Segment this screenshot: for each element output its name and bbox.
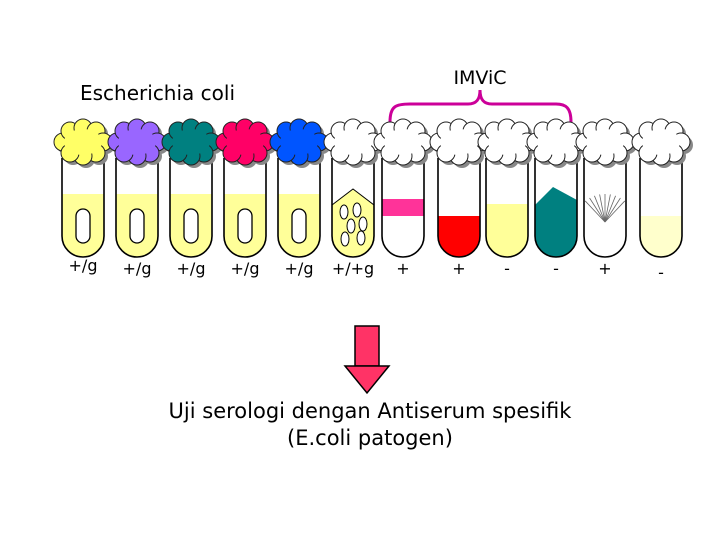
tube-cap-cotton — [575, 118, 637, 168]
tube-cap-cotton — [107, 118, 169, 168]
tube-result: - — [553, 259, 559, 278]
tube-result: +/g — [69, 256, 98, 275]
tube-cap-cotton — [269, 118, 331, 168]
tube-cap-cotton — [477, 118, 539, 168]
test-tube-2: +/g — [107, 118, 169, 278]
indole-ring — [382, 199, 424, 216]
test-tube-3: +/g — [161, 118, 223, 278]
caption-line-2: (E.coli patogen) — [287, 426, 453, 450]
tube-cap-cotton — [373, 118, 435, 168]
test-tube-7: + — [373, 118, 435, 278]
test-tube-10: - — [526, 118, 588, 278]
tube-result: +/g — [123, 259, 152, 278]
tube-row: +/g +/g +/g +/g +/g +/+g + + - - + - — [53, 118, 693, 282]
durham-tube — [291, 208, 307, 244]
test-tube-12: - — [631, 118, 693, 282]
tube-result: + — [598, 259, 611, 278]
tube-result: + — [396, 259, 409, 278]
durham-tube — [183, 208, 199, 244]
test-tube-4: +/g — [215, 118, 277, 278]
imvic-bracket — [388, 89, 573, 123]
tube-cap-cotton — [526, 118, 588, 168]
organism-title: Escherichia coli — [80, 81, 235, 105]
tube-result: +/+g — [332, 259, 374, 278]
down-arrow-icon — [343, 325, 391, 395]
durham-tube — [237, 208, 253, 244]
tube-cap-cotton — [631, 118, 693, 168]
test-tube-6: +/+g — [323, 118, 385, 278]
tube-cap-cotton — [161, 118, 223, 168]
durham-tube — [75, 208, 91, 244]
imvic-label: IMViC — [453, 67, 506, 89]
serology-caption: Uji serologi dengan Antiserum spesifik (… — [120, 398, 620, 452]
tube-result: +/g — [177, 259, 206, 278]
motility-spread — [584, 194, 626, 223]
tube-result: +/g — [231, 259, 260, 278]
tube-result: + — [452, 259, 465, 278]
tube-result: - — [658, 263, 664, 282]
test-tube-5: +/g — [269, 118, 331, 278]
tube-cap-cotton — [215, 118, 277, 168]
durham-tube — [129, 208, 145, 244]
test-tube-1: +/g — [53, 118, 115, 275]
test-tube-9: - — [477, 118, 539, 278]
caption-line-1: Uji serologi dengan Antiserum spesifik — [168, 399, 572, 423]
tube-cap-cotton — [53, 118, 115, 168]
test-tube-11: + — [575, 118, 637, 278]
tube-result: - — [504, 259, 510, 278]
tube-result: +/g — [285, 259, 314, 278]
tube-cap-cotton — [323, 118, 385, 168]
